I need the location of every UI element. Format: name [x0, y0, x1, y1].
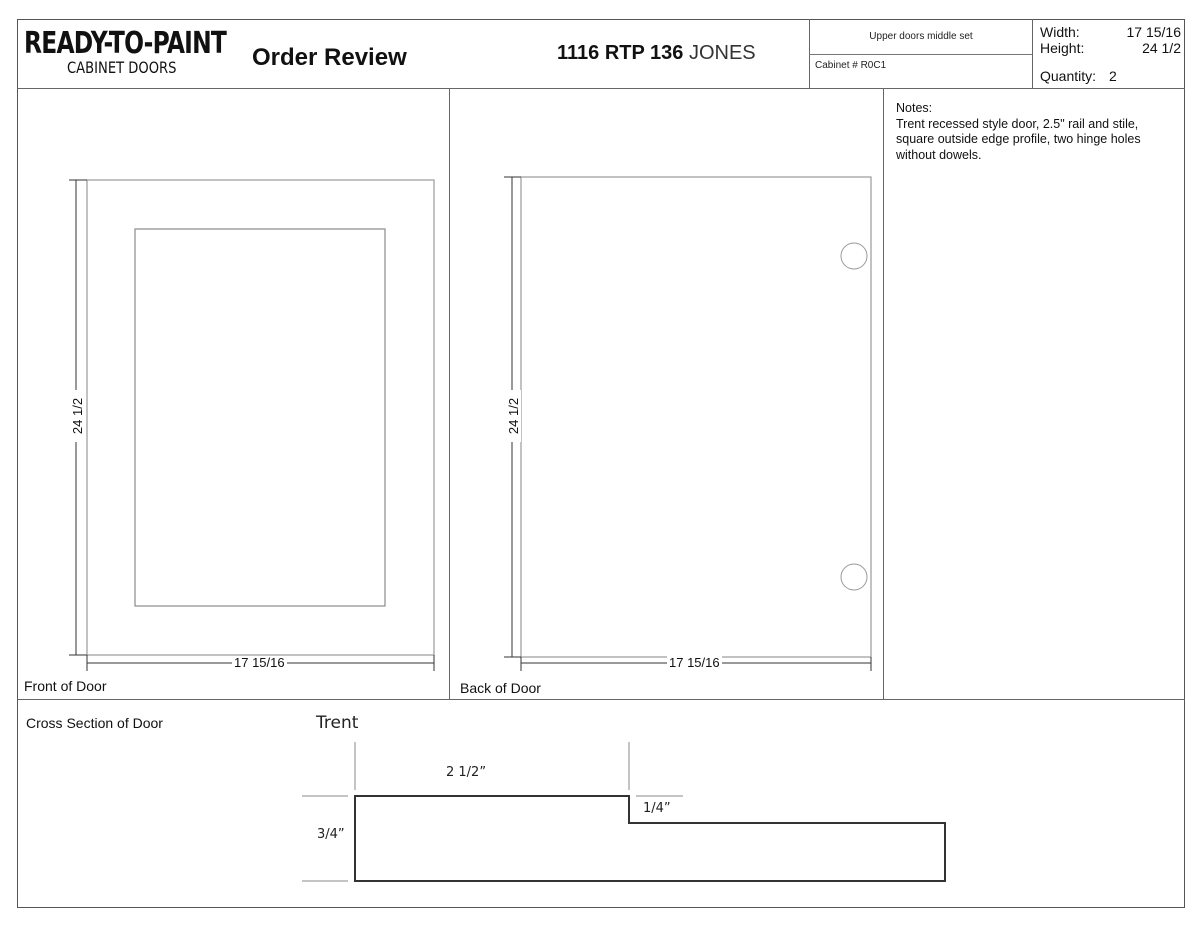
cross-section-label: Cross Section of Door: [26, 715, 163, 731]
notes-heading: Notes:: [896, 101, 933, 115]
cross-section-drawing: [302, 742, 946, 882]
job-name: JONES: [688, 42, 756, 64]
thickness-dimension: 3/4”: [317, 827, 345, 842]
page-title: Order Review: [252, 44, 407, 71]
job-number: 1116 RTP 136: [557, 42, 684, 64]
back-view-label: Back of Door: [460, 680, 541, 696]
header-divider: [17, 88, 1185, 89]
quantity-label: Quantity:: [1040, 68, 1097, 84]
back-height-dimension: 24 1/2: [506, 390, 521, 442]
order-description: Upper doors middle set: [869, 31, 973, 42]
cabinet-number: Cabinet # R0C1: [815, 60, 887, 71]
front-view-label: Front of Door: [24, 678, 107, 694]
front-height-dimension: 24 1/2: [70, 390, 85, 442]
front-back-divider: [449, 88, 450, 699]
logo-sub-text: CABINET DOORS: [67, 58, 177, 77]
rail-width-dimension: 2 1/2”: [446, 765, 487, 780]
views-crosssection-divider: [17, 699, 1185, 700]
hinge-hole-bottom: [840, 563, 868, 591]
header-desc-divider: [809, 19, 810, 88]
logo-main-text: READY-TO-PAINT: [24, 26, 227, 61]
back-width-dimension: 17 15/16: [667, 655, 722, 670]
front-door-panel: [134, 228, 386, 607]
trent-profile: [354, 795, 946, 882]
header-spec-divider: [1032, 19, 1033, 88]
back-door-outline: [520, 176, 872, 658]
page-frame: [17, 19, 1185, 908]
job-identifier: 1116 RTP 136 JONES: [557, 42, 756, 65]
front-door-outline: [86, 179, 435, 656]
recess-depth-dimension: 1/4”: [643, 801, 671, 816]
notes-panel: Notes: Trent recessed style door, 2.5" r…: [896, 101, 1176, 163]
front-door-drawing: [69, 179, 435, 671]
front-width-dimension: 17 15/16: [232, 655, 287, 670]
quantity-value: 2: [1109, 68, 1117, 84]
height-value: 24 1/2: [1142, 40, 1181, 56]
notes-text: Trent recessed style door, 2.5" rail and…: [896, 116, 1141, 162]
desc-cabinet-divider: [809, 54, 1032, 55]
height-label: Height:: [1040, 40, 1085, 56]
hinge-hole-top: [840, 242, 868, 270]
back-door-drawing: [504, 176, 872, 671]
back-notes-divider: [883, 88, 884, 699]
door-style-name: Trent: [316, 713, 359, 733]
width-value: 17 15/16: [1126, 24, 1182, 40]
width-label: Width:: [1040, 24, 1080, 40]
